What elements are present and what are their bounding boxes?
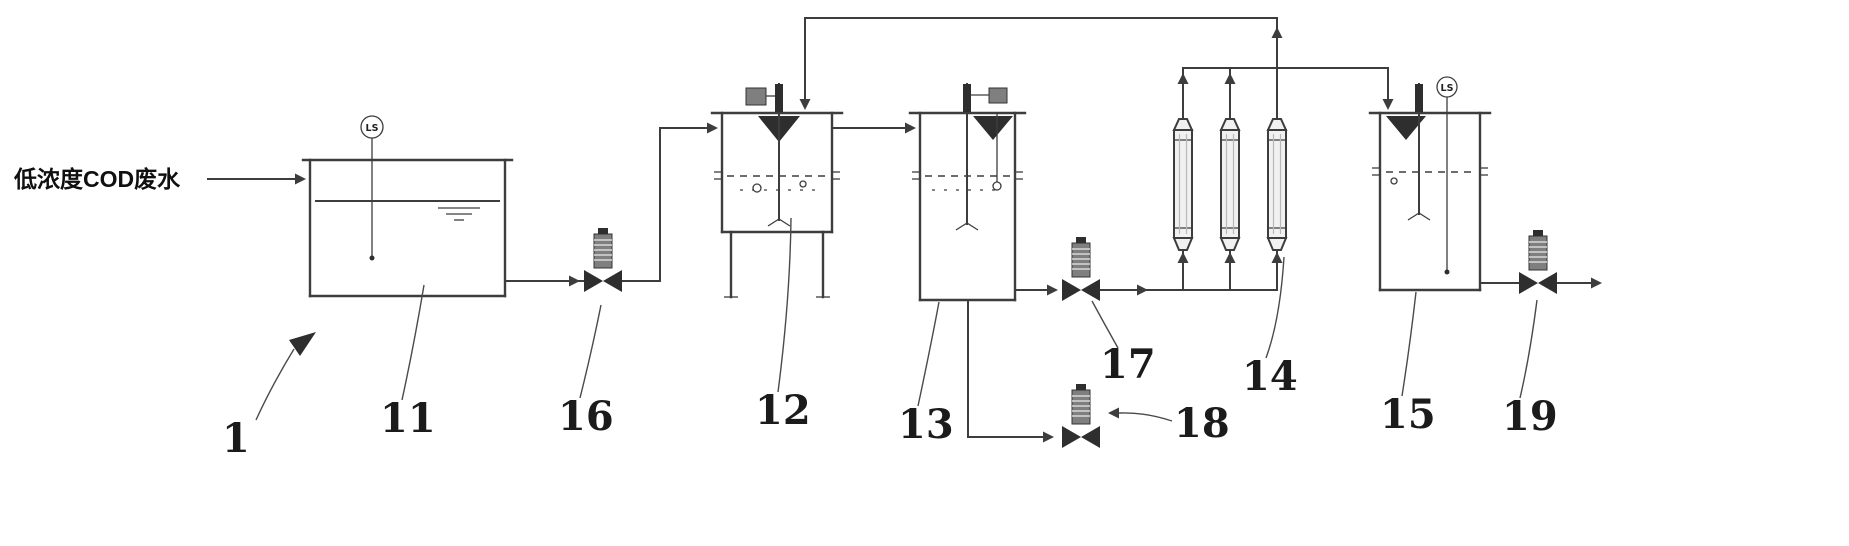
membrane-column [1267, 118, 1287, 264]
pointer-arrowhead [289, 332, 316, 356]
leader-line [1118, 412, 1173, 422]
inlet-label: 低浓度COD废水 [13, 166, 181, 192]
level-sensor-tag: LS [1441, 83, 1454, 94]
pump-16-symbol [583, 227, 623, 293]
flow-arrow [1224, 73, 1236, 84]
feed-funnel [1386, 116, 1426, 140]
leader-line [1401, 291, 1417, 397]
leader-line [1265, 256, 1285, 359]
part-label-11: 11 [380, 395, 436, 442]
part-label-14: 14 [1242, 353, 1298, 400]
reactor-15: LS [1368, 76, 1492, 292]
shaft-coupling [775, 84, 783, 112]
pipe-run-13-drain-to-18 [967, 299, 1054, 443]
bubble [1390, 177, 1398, 185]
storage-tank-11: LS [301, 115, 514, 298]
feed-funnel [973, 116, 1013, 140]
flow-arrow [905, 122, 916, 134]
pump-17-symbol [1061, 236, 1101, 302]
permeate-header [1182, 67, 1394, 110]
leader-line [401, 284, 425, 401]
part-label-19: 19 [1502, 393, 1558, 440]
flow-arrow [1043, 431, 1054, 443]
pipe-run-11-to-12 [504, 122, 718, 287]
inlet-stream: 低浓度COD废水 [13, 166, 306, 192]
impeller [767, 218, 791, 227]
part-label-13: 13 [898, 401, 954, 448]
flow-arrow [799, 99, 811, 110]
bubble [799, 180, 807, 188]
part-label-15: 15 [1380, 391, 1436, 438]
level-sensor-tank11: LS [360, 115, 384, 261]
flow-arrow [1382, 99, 1394, 110]
stirrer-motor [988, 87, 1008, 104]
leader-line [917, 301, 940, 407]
leader-line [579, 304, 602, 399]
part-label-18: 18 [1174, 400, 1230, 447]
pump-19-symbol [1518, 229, 1558, 295]
leader-line [777, 217, 792, 393]
probe-tip [369, 255, 375, 261]
membrane-modules-14 [1173, 17, 1287, 264]
level-sensor-tag: LS [366, 123, 379, 134]
flow-arrow [295, 173, 306, 185]
part-label-17: 17 [1100, 341, 1156, 388]
flow-arrow [1591, 277, 1602, 289]
impeller [1407, 212, 1431, 221]
pump-18-symbol [1061, 383, 1101, 449]
part-label-16: 16 [558, 393, 614, 440]
stirrer-motor [745, 87, 767, 106]
pipe-run-12-to-13 [831, 122, 916, 134]
membrane-column [1173, 118, 1193, 264]
part-label-12: 12 [755, 387, 811, 434]
reactor-12 [710, 83, 844, 299]
bubble [992, 181, 1002, 191]
part-label-1: 1 [222, 415, 250, 462]
pipe-run-15-outlet [1479, 277, 1602, 289]
probe-tip [1444, 269, 1450, 275]
level-sensor-tank15: LS [1436, 76, 1458, 275]
flow-arrow [1177, 73, 1189, 84]
leader-line [1091, 300, 1119, 349]
shaft-coupling [963, 84, 971, 112]
pipe-run-13-to-membranes [1014, 252, 1283, 296]
bubble [752, 183, 762, 193]
flow-arrow [1271, 27, 1283, 38]
shaft-coupling [1415, 84, 1423, 112]
pointer-arrowhead [1108, 407, 1119, 419]
part-labels: 1 11 16 12 13 17 14 18 15 19 [222, 217, 1558, 462]
impeller [955, 222, 979, 231]
flow-arrow [1137, 284, 1148, 296]
recycle-header [799, 17, 1278, 110]
membrane-column [1220, 118, 1240, 264]
reactor-13 [908, 83, 1027, 302]
flow-arrow [707, 122, 718, 134]
flow-arrow [569, 275, 580, 287]
flow-arrow [1047, 284, 1058, 296]
leader-line [1519, 299, 1538, 399]
leader-line [255, 348, 295, 421]
